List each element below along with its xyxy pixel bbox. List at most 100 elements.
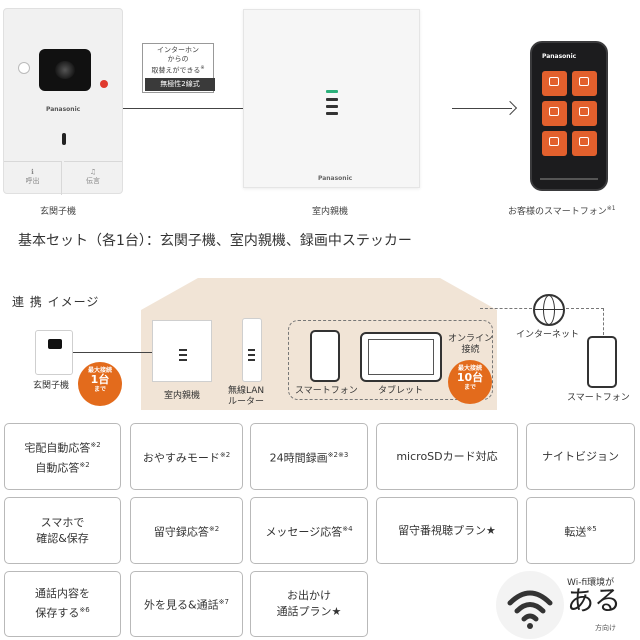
feature-outside-call: 外を見る&通話※7 [130,571,243,637]
app-tile-gallery-icon [572,131,597,156]
feature-text: お出かけ [287,589,331,602]
callout-line-3-text: 取替えができる [151,66,201,75]
badge-1-big: 1台 [90,373,110,386]
feature-text: 通話プラン★ [276,605,342,618]
tablet-icon [360,332,442,382]
online-label-line-2: 接続 [461,345,480,355]
feature-absence-recording: 留守録応答※2 [130,497,243,564]
app-title: Panasonic [542,53,577,60]
indoor-bar [326,105,338,108]
status-led [100,80,108,88]
camera-icon [39,49,91,91]
caption-phone: お客様のスマートフォン※1 [508,204,616,217]
feature-text: 確認&保存 [36,531,89,545]
diagram-indoor-label: 室内親機 [164,391,201,401]
feature-message-reply: メッセージ応答※4 [250,497,368,564]
feature-text: 転送 [564,525,587,539]
badge-10-small: 最大接続 [457,365,482,372]
feature-text: microSDカード対応 [396,449,498,463]
house-roof [141,278,497,310]
router-label-line-2: ルーター [228,397,265,407]
feature-text: 宅配自動応答 [24,441,91,455]
indoor-mini-icon [152,320,212,382]
connector-indoor-phone [452,108,512,109]
caption-phone-text: お客様のスマートフォン [508,207,607,217]
feature-delivery-auto-reply: 宅配自動応答※2 自動応答※2 [4,423,121,490]
diagram-title: 連 携 イメージ [12,295,100,309]
internet-label: インターネット [516,330,580,340]
connector-doorbell-indoor [123,108,243,109]
badge-1-small: 最大接続 [87,367,112,374]
max-connection-badge-10: 最大接続 10台 まで [448,360,492,404]
feature-text: メッセージ応答 [265,525,343,539]
link-internet-phone-v [603,308,604,335]
message-key-label: 伝言 [86,177,100,185]
feature-text: 留守録応答 [153,525,209,539]
indoor-unit-image: Panasonic [243,9,420,188]
feature-note: ※2 [219,450,231,459]
callout-note: ※ [200,65,205,71]
globe-icon [533,294,565,326]
two-wire-badge: 無極性2線式 [145,78,215,91]
doorbell-mini-icon [35,330,73,375]
link-house-internet [480,308,532,309]
indoor-logo: Panasonic [318,175,353,182]
device-group-box [288,320,493,400]
call-key: ℹ 呼出 [4,161,62,195]
smartphone-app-image: Panasonic [530,41,608,191]
indoor-bar [326,112,338,115]
indoor-status-led [326,90,338,93]
callout-line-3: 取替えができる※ [143,64,213,75]
link-internet-phone [566,308,604,309]
diagram-tablet-label: タブレット [378,386,424,396]
feature-note: ※4 [342,524,353,533]
feature-transfer: 転送※5 [526,497,635,564]
doorbell-slot [62,133,66,145]
camera-icon [48,339,62,349]
call-key-icon: ℹ [31,168,34,176]
feature-24h-recording: 24時間録画※2※3 [250,423,368,490]
app-tile-record-icon [542,101,567,126]
arrow-right-icon [502,100,518,116]
feature-note: ※2 [208,524,220,533]
feature-text: 自動応答 [35,461,80,475]
callout-line-2: からの [167,55,189,63]
caption-doorbell: 玄関子機 [40,207,77,217]
feature-text: おやすみモード [142,451,220,465]
remote-smartphone-icon [587,336,617,388]
feature-night-vision: ナイトビジョン [526,423,635,490]
feature-microsd: microSDカード対応 [376,423,518,490]
wifi-text-dir: 方向け [595,624,616,632]
doorbell-light-sensor [18,62,30,74]
doorbell-logo: Panasonic [46,106,81,113]
feature-text: 保存する [35,606,80,620]
link-doorbell-indoor [73,352,153,353]
feature-note: ※2 [79,460,90,469]
badge-1-unit: まで [93,386,106,393]
feature-note: ※5 [586,524,597,533]
remote-smartphone-label: スマートフォン [567,393,630,403]
feature-sleep-mode: おやすみモード※2 [130,423,243,490]
wifi-icon [496,571,564,639]
feature-text: 通話内容を [35,587,90,601]
wifi-text-small: Wi-fi環境が [567,578,615,588]
diagram-smartphone-label: スマートフォン [295,386,358,396]
feature-text: ナイトビジョン [542,449,619,463]
feature-text: 外を見る&通話 [144,598,219,612]
online-connection-label: オンライン 接続 [448,334,493,356]
router-label-line-1: 無線LAN [228,386,265,396]
wifi-text-big: ある [567,586,621,617]
message-key: ♫ 伝言 [64,161,122,195]
feature-text: スマホで [40,515,85,529]
app-tile-settings-icon [572,71,597,96]
badge-10-big: 10台 [456,371,484,384]
feature-text: 留守番視聴プラン★ [398,523,496,537]
callout-line-1: インターホン [157,46,199,54]
app-tile-history-icon [572,101,597,126]
feature-note: ※2※3 [327,450,349,459]
doorbell-unit-image: Panasonic ℹ 呼出 ♫ 伝言 [3,8,123,195]
feature-save-call: 通話内容を 保存する※6 [4,571,121,637]
message-key-icon: ♫ [89,168,97,176]
caption-indoor: 室内親機 [312,207,349,217]
router-icon [242,318,262,382]
